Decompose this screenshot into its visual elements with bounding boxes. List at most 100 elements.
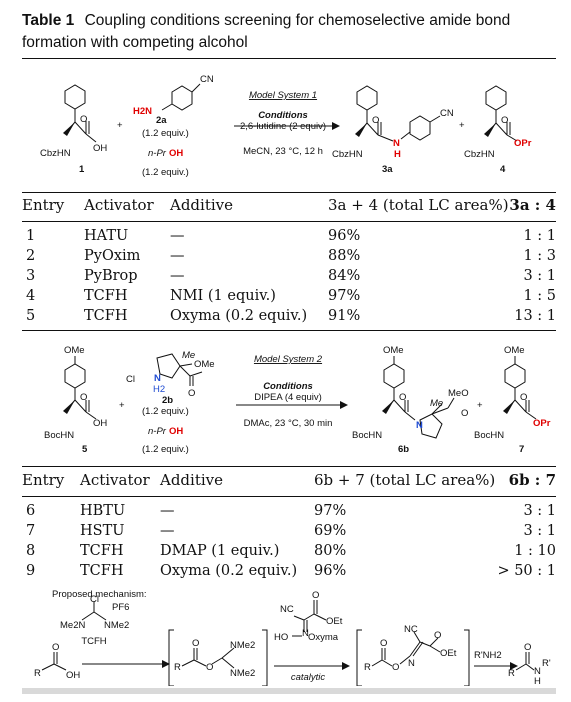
amine-label: R'NH2 xyxy=(474,650,502,661)
header-activator: Activator xyxy=(80,471,150,489)
alcohol-equiv: (1.2 equiv.) xyxy=(142,167,189,178)
svg-text:+: + xyxy=(477,400,483,411)
svg-text:O: O xyxy=(524,642,531,653)
svg-text:OPr: OPr xyxy=(533,418,551,429)
chloride-label: Cl xyxy=(126,374,135,385)
svg-text:H2: H2 xyxy=(153,384,165,395)
alcohol-prefix: n-Pr xyxy=(148,148,167,159)
svg-text:N: N xyxy=(416,420,423,431)
compound-2a-label: 2a xyxy=(156,115,167,126)
mechanism-drawing: Proposed mechanism: Cl PF6 Me2N NMe2 TCF… xyxy=(34,589,551,686)
compound-3a-label: 3a xyxy=(382,164,393,175)
compound-4-label: 4 xyxy=(500,164,506,175)
svg-text:O: O xyxy=(52,642,59,653)
svg-text:HO: HO xyxy=(274,632,288,643)
svg-text:Me: Me xyxy=(182,350,195,361)
svg-text:MeO: MeO xyxy=(448,388,469,399)
svg-text:O: O xyxy=(399,392,406,403)
header-ratio: 3a : 4 xyxy=(509,196,556,214)
ester-opr: OPr xyxy=(514,138,532,149)
amide-n: N xyxy=(393,138,400,149)
rule-below-table1-header xyxy=(22,221,556,222)
svg-text:N: N xyxy=(408,658,415,669)
caption-label: Table 1 xyxy=(22,12,75,29)
scheme1-drawing: O OH CbzHN 1 + H2N CN 2a (1.2 equiv.) n-… xyxy=(40,74,532,178)
svg-text:O: O xyxy=(461,408,468,419)
compound-7-label: 7 xyxy=(519,444,524,455)
svg-text:OH: OH xyxy=(93,418,107,429)
table-row: 3 PyBrop — 84% 3 : 1 xyxy=(26,268,556,284)
catalytic-label: catalytic xyxy=(291,672,326,683)
bochn-label: BocHN xyxy=(44,430,74,441)
header-ratio: 6b : 7 xyxy=(508,471,556,489)
svg-text:OH: OH xyxy=(66,670,80,681)
svg-text:N: N xyxy=(302,628,309,639)
table1-header: Entry Activator Additive 3a + 4 (total L… xyxy=(22,196,556,218)
svg-text:O: O xyxy=(188,388,195,399)
header-entry: Entry xyxy=(22,471,65,489)
proposed-mechanism: Proposed mechanism: Cl PF6 Me2N NMe2 TCF… xyxy=(22,586,556,686)
rule-above-table2 xyxy=(22,466,556,467)
scheme-model-system-2: OMe O OH BocHN 5 + Me OMe Cl N H2 O 2b (… xyxy=(22,334,556,460)
table-row: 8 TCFH DMAP (1 equiv.) 80% 1 : 10 xyxy=(26,543,556,559)
compound-5-label: 5 xyxy=(82,444,88,455)
ester-cbzhn: CbzHN xyxy=(464,149,495,160)
svg-text:BocHN: BocHN xyxy=(474,430,504,441)
table-row: 9 TCFH Oxyma (0.2 equiv.) 96% > 50 : 1 xyxy=(26,563,556,579)
header-entry: Entry xyxy=(22,196,65,214)
model-system-label: Model System 1 xyxy=(249,90,317,101)
table-row: 6 HBTU — 97% 3 : 1 xyxy=(26,503,556,519)
svg-text:Me: Me xyxy=(430,398,443,409)
tcfh-label: TCFH xyxy=(81,636,106,647)
svg-text:DMAc, 23 °C, 30 min: DMAc, 23 °C, 30 min xyxy=(244,418,333,429)
table-row: 7 HSTU — 69% 3 : 1 xyxy=(26,523,556,539)
conditions-title: Conditions xyxy=(258,110,308,121)
compound-6b-label: 6b xyxy=(398,444,409,455)
svg-text:O: O xyxy=(312,590,319,601)
table-row: 1 HATU — 96% 1 : 1 xyxy=(26,228,556,244)
scheme-model-system-1: O OH CbzHN 1 + H2N CN 2a (1.2 equiv.) n-… xyxy=(22,62,556,190)
svg-text:BocHN: BocHN xyxy=(352,430,382,441)
model-system-2-label: Model System 2 xyxy=(254,354,323,365)
cn-label: CN xyxy=(200,74,214,85)
oh-label: OH xyxy=(93,143,107,154)
table2-header: Entry Activator Additive 6b + 7 (total L… xyxy=(22,471,556,493)
table-1-body: 1 HATU — 96% 1 : 1 2 PyOxim — 88% 1 : 3 … xyxy=(22,228,556,328)
svg-text:(1.2 equiv.): (1.2 equiv.) xyxy=(142,406,189,417)
svg-text:(1.2 equiv.): (1.2 equiv.) xyxy=(142,444,189,455)
table-2: Entry Activator Additive 6b + 7 (total L… xyxy=(22,471,556,493)
svg-text:O: O xyxy=(501,115,508,126)
table-row: 4 TCFH NMI (1 equiv.) 97% 1 : 5 xyxy=(26,288,556,304)
svg-text:Me2N: Me2N xyxy=(60,620,85,631)
svg-text:+: + xyxy=(117,120,123,131)
svg-text:Cl: Cl xyxy=(90,594,99,605)
svg-text:DIPEA (4 equiv): DIPEA (4 equiv) xyxy=(254,392,322,403)
svg-text:OMe: OMe xyxy=(383,345,404,356)
table-1: Entry Activator Additive 3a + 4 (total L… xyxy=(22,196,556,218)
svg-text:O: O xyxy=(372,115,379,126)
svg-text:OH: OH xyxy=(169,426,183,437)
svg-text:NMe2: NMe2 xyxy=(230,640,255,651)
svg-text:R: R xyxy=(174,662,181,673)
svg-text:O: O xyxy=(80,392,87,403)
svg-text:R: R xyxy=(34,668,41,679)
svg-text:+: + xyxy=(459,120,465,131)
table-row: 5 TCFH Oxyma (0.2 equiv.) 91% 13 : 1 xyxy=(26,308,556,324)
header-additive: Additive xyxy=(170,196,234,214)
svg-text:R: R xyxy=(508,668,515,679)
compound-1-label: 1 xyxy=(79,164,85,175)
header-total: 6b + 7 (total LC area%) xyxy=(314,471,496,489)
o-label: O xyxy=(80,114,87,125)
conditions-base: 2,6-lutidine (2 equiv) xyxy=(240,121,326,132)
top-rule xyxy=(22,58,556,60)
mechanism-title: Proposed mechanism: xyxy=(52,589,147,600)
svg-text:H: H xyxy=(534,676,541,686)
header-additive: Additive xyxy=(160,471,224,489)
svg-text:NC: NC xyxy=(280,604,294,615)
ome-label: OMe xyxy=(64,345,85,356)
svg-text:R': R' xyxy=(542,658,551,669)
svg-text:O: O xyxy=(192,638,199,649)
svg-text:n-Pr: n-Pr xyxy=(148,426,167,437)
product-cbzhn: CbzHN xyxy=(332,149,363,160)
header-activator: Activator xyxy=(84,196,154,214)
